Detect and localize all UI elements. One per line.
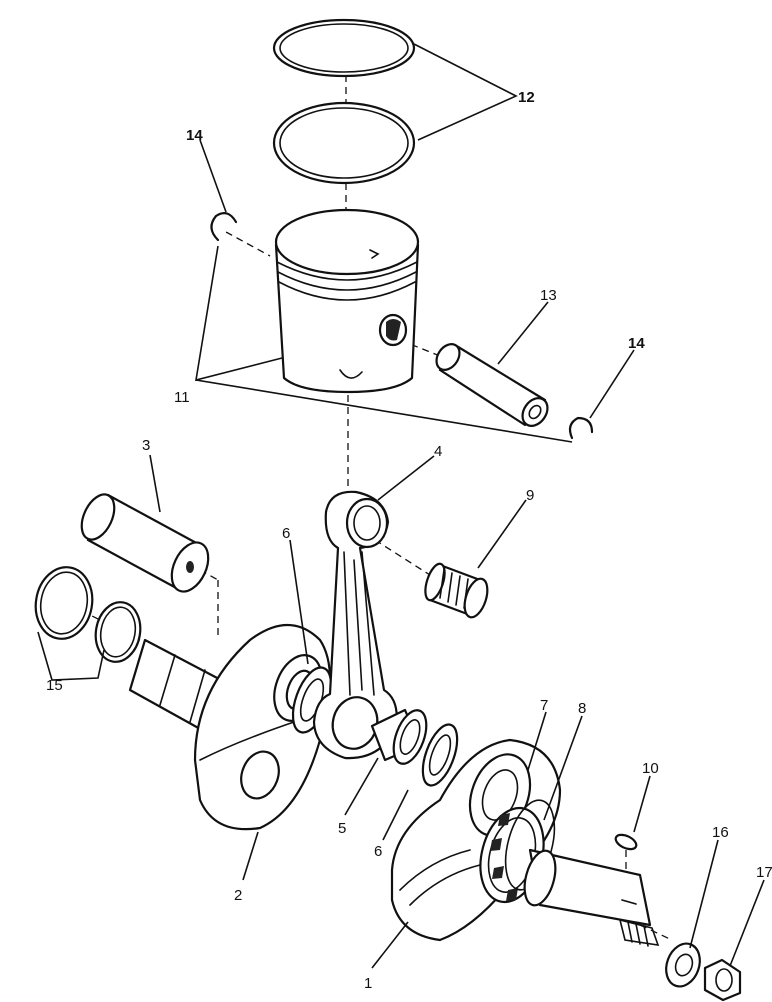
callout-3: 3 (142, 437, 150, 454)
woodruff-key (614, 833, 638, 851)
output-shaft (523, 848, 660, 947)
crankshaft-left-half (128, 623, 332, 831)
callout-10: 10 (642, 760, 659, 777)
piston-pin (435, 343, 549, 427)
circlip-left (210, 211, 238, 242)
callout-15: 15 (46, 677, 63, 694)
callout-5: 5 (338, 820, 346, 837)
bearing-seal-ring (504, 799, 556, 891)
connecting-rod (312, 490, 398, 760)
callout-13: 13 (540, 287, 557, 304)
callout-14-right: 14 (628, 335, 645, 352)
callout-16: 16 (712, 824, 729, 841)
leader-lines (37, 43, 765, 969)
callout-9: 9 (526, 487, 534, 504)
callout-1: 1 (364, 975, 372, 992)
callout-4: 4 (434, 443, 442, 460)
callout-7: 7 (540, 697, 548, 714)
callout-8: 8 (578, 700, 586, 717)
circlip-right (568, 416, 594, 440)
crank-seals (34, 566, 142, 663)
callout-6-upper: 6 (282, 525, 290, 542)
callout-6-lower: 6 (374, 843, 382, 860)
callout-17: 17 (756, 864, 772, 881)
nut (703, 958, 742, 1002)
callout-2: 2 (234, 887, 242, 904)
crank-pin (80, 493, 210, 593)
thrust-washer-lower (421, 723, 459, 787)
needle-bearing-small-end (424, 562, 489, 619)
piston (274, 208, 420, 394)
big-end-bearing (370, 708, 428, 765)
washer (665, 942, 701, 988)
callout-14-left: 14 (186, 127, 203, 144)
callout-12: 12 (518, 89, 535, 106)
callout-11: 11 (174, 389, 190, 406)
piston-rings (272, 18, 416, 185)
callout-labels: 12 14 13 14 11 3 4 9 6 15 7 8 10 5 16 6 … (46, 89, 772, 992)
